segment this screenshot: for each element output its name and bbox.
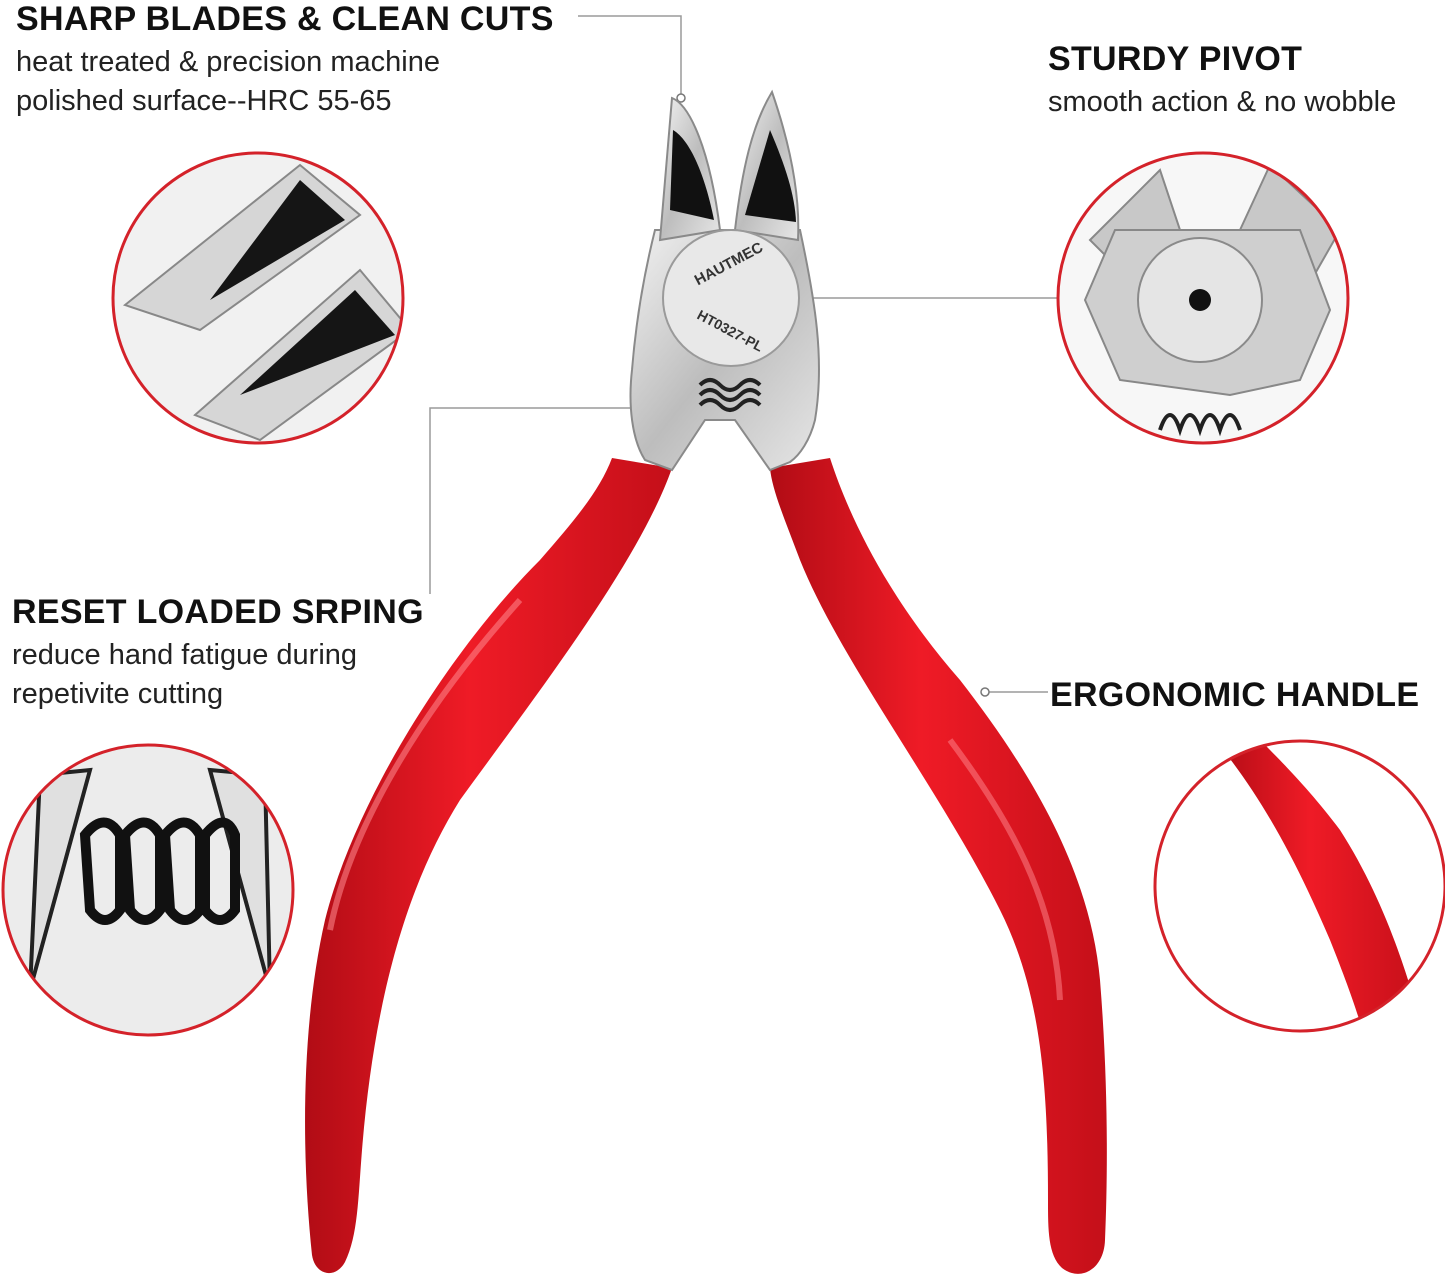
- leader-line-spring: [429, 407, 726, 594]
- feature-spring-title: RESET LOADED SRPING: [12, 593, 424, 631]
- handle-closeup-icon: [1153, 739, 1445, 1033]
- feature-blades-desc-line2: polished surface--HRC 55-65: [16, 85, 392, 118]
- feature-spring-desc: reduce hand fatigue during repetivite cut…: [12, 636, 424, 714]
- feature-pivot-desc: smooth action & no wobble: [1048, 86, 1397, 119]
- right-blade-bevel: [745, 130, 796, 222]
- feature-handle: ERGONOMIC HANDLE: [1050, 676, 1419, 715]
- pivot-closeup-icon: [1056, 151, 1350, 445]
- right-handle: [770, 458, 1107, 1274]
- feature-handle-title: ERGONOMIC HANDLE: [1050, 676, 1420, 714]
- plier-handles: [305, 458, 1107, 1274]
- feature-blades: SHARP BLADES & CLEAN CUTS heat treated &…: [16, 0, 554, 121]
- feature-spring: RESET LOADED SRPING reduce hand fatigue …: [12, 593, 424, 714]
- left-blade-bevel: [670, 130, 714, 220]
- spring-closeup-icon: [1, 743, 295, 1037]
- leader-line-blades: [578, 15, 682, 98]
- feature-spring-desc-line1: reduce hand fatigue during: [12, 639, 358, 672]
- left-handle: [305, 458, 672, 1274]
- feature-blades-desc-line1: heat treated & precision machine: [16, 46, 440, 79]
- blade-closeup-icon: [111, 151, 405, 445]
- pivot-disc: [662, 229, 800, 367]
- feature-blades-desc: heat treated & precision machine polished…: [16, 43, 554, 121]
- plier-head: [629, 89, 821, 472]
- feature-pivot: STURDY PIVOT smooth action & no wobble: [1048, 40, 1396, 122]
- feature-blades-title: SHARP BLADES & CLEAN CUTS: [16, 0, 554, 38]
- feature-spring-desc-line2: repetivite cutting: [12, 678, 224, 711]
- feature-pivot-title: STURDY PIVOT: [1048, 40, 1303, 78]
- spring: [698, 378, 762, 412]
